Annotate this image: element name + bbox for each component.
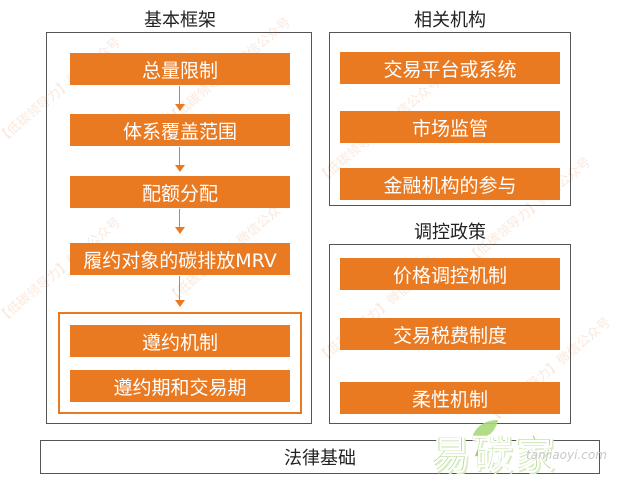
institution-item: 金融机构的参与 bbox=[340, 168, 560, 200]
framework-step: 总量限制 bbox=[70, 53, 290, 85]
legal-foundation-bar: 法律基础 bbox=[40, 440, 600, 474]
framework-step: 配额分配 bbox=[70, 176, 290, 208]
logo-text: 易碳家 bbox=[430, 432, 556, 479]
flow-arrow bbox=[179, 209, 180, 229]
policy-title: 调控政策 bbox=[414, 222, 486, 243]
framework-step: 体系覆盖范围 bbox=[70, 114, 290, 146]
framework-step: 履约对象的碳排放MRV bbox=[70, 243, 290, 275]
arrow-head bbox=[175, 227, 185, 234]
policy-item: 交易税费制度 bbox=[340, 318, 560, 350]
institutions-frame bbox=[329, 32, 571, 206]
institutions-title: 相关机构 bbox=[414, 10, 486, 31]
leaf-icon bbox=[472, 420, 498, 440]
compliance-item: 遵约机制 bbox=[70, 325, 290, 357]
brand-logo: 易碳家 tanjiaoyi.com bbox=[430, 418, 640, 479]
arrow-head bbox=[175, 104, 185, 111]
framework-title: 基本框架 bbox=[144, 10, 216, 31]
compliance-frame bbox=[58, 312, 302, 414]
framework-frame bbox=[46, 32, 312, 424]
institution-item: 市场监管 bbox=[340, 111, 560, 143]
policy-item: 柔性机制 bbox=[340, 382, 560, 414]
flow-arrow bbox=[179, 86, 180, 106]
logo-url: tanjiaoyi.com bbox=[526, 448, 607, 462]
institution-item: 交易平台或系统 bbox=[340, 52, 560, 84]
flow-arrow bbox=[179, 147, 180, 167]
policy-frame bbox=[329, 244, 571, 424]
compliance-item: 遵约期和交易期 bbox=[70, 370, 290, 402]
arrow-head bbox=[175, 300, 185, 307]
arrow-head bbox=[175, 165, 185, 172]
flow-arrow bbox=[179, 276, 180, 302]
policy-item: 价格调控机制 bbox=[340, 258, 560, 290]
